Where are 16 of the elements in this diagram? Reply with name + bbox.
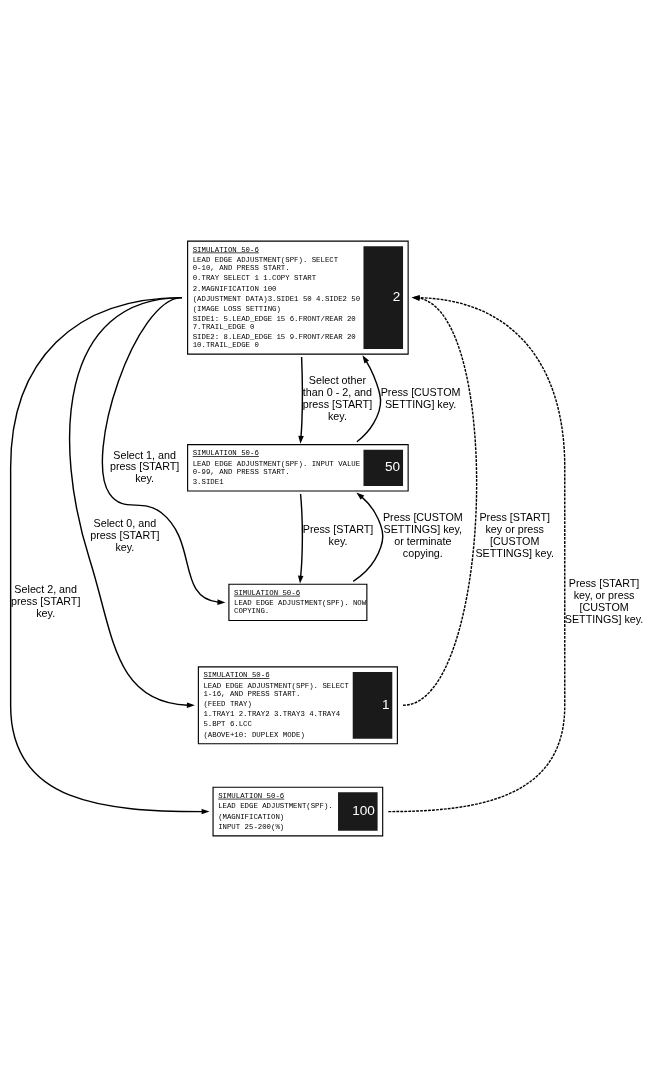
edge-label: Select other than 0 - 2, and press [START] key. [302, 374, 373, 422]
edge-label: Press [START] key, or press [CUSTOM SETTINGS] key. [564, 577, 644, 625]
edge-label: Select 0, and press [START] key. [90, 517, 160, 553]
arrow [68, 296, 195, 708]
arrow [9, 296, 210, 815]
edge-label: Press [START] key. [302, 522, 374, 547]
arrow [352, 492, 384, 583]
edge-label: Press [CUSTOM SETTINGS] key, or terminate copying. [382, 511, 463, 559]
edge-label: Select 1, and press [START] key. [109, 448, 180, 485]
edge-label: Select 2, and press [START] key. [11, 583, 81, 619]
arrow [356, 355, 382, 443]
edge-label: Press [START] key or press [CUSTOM SETTINGS] key. [475, 511, 554, 559]
arrow [297, 493, 304, 584]
arrow [298, 356, 304, 444]
edge-label: Press [CUSTOM SETTING] key. [380, 386, 461, 410]
arrow [101, 296, 226, 605]
